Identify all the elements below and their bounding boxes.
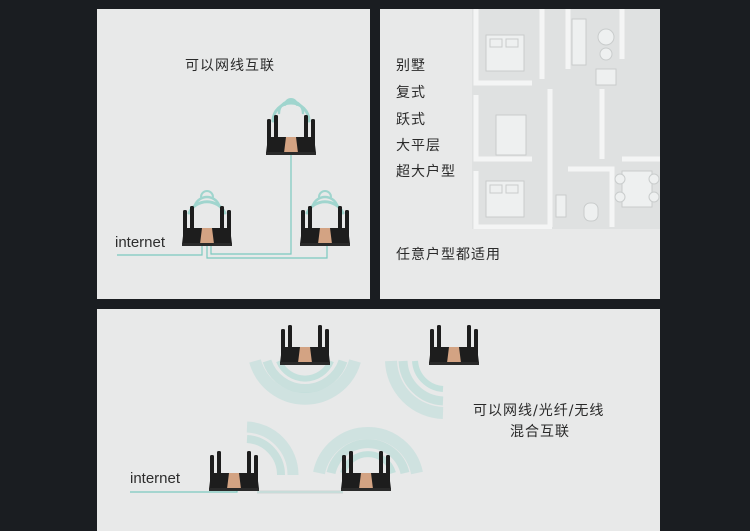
house-types-panel: 别墅 复式 跃式 大平层 超大户型 任意户型都适用 xyxy=(380,9,660,299)
router-icon xyxy=(339,451,393,493)
router-icon xyxy=(298,206,352,248)
internet-label: internet xyxy=(115,234,166,251)
router-icon xyxy=(180,206,234,248)
wireless-coverage xyxy=(130,359,444,494)
router-icon xyxy=(278,325,332,367)
router-icon xyxy=(264,115,318,157)
house-types-summary: 任意户型都适用 xyxy=(396,247,501,263)
house-type-item: 大平层 xyxy=(396,138,441,154)
house-type-item: 超大户型 xyxy=(396,164,456,180)
hybrid-mesh-panel: 可以网线/光纤/无线 混合互联 internet xyxy=(97,309,660,531)
wired-mesh-title: 可以网线互联 xyxy=(185,58,275,74)
house-type-item: 跃式 xyxy=(396,112,426,128)
internet-label: internet xyxy=(130,470,181,487)
house-type-item: 别墅 xyxy=(396,58,426,74)
router-icon xyxy=(427,325,481,367)
floor-plan-illustration xyxy=(472,9,660,229)
house-type-item: 复式 xyxy=(396,85,426,101)
router-icon xyxy=(207,451,261,493)
hybrid-mesh-title-line1: 可以网线/光纤/无线 xyxy=(473,403,605,419)
wired-links xyxy=(117,98,345,259)
wired-mesh-panel: 可以网线互联 xyxy=(97,9,370,299)
hybrid-mesh-title-line2: 混合互联 xyxy=(510,424,570,440)
